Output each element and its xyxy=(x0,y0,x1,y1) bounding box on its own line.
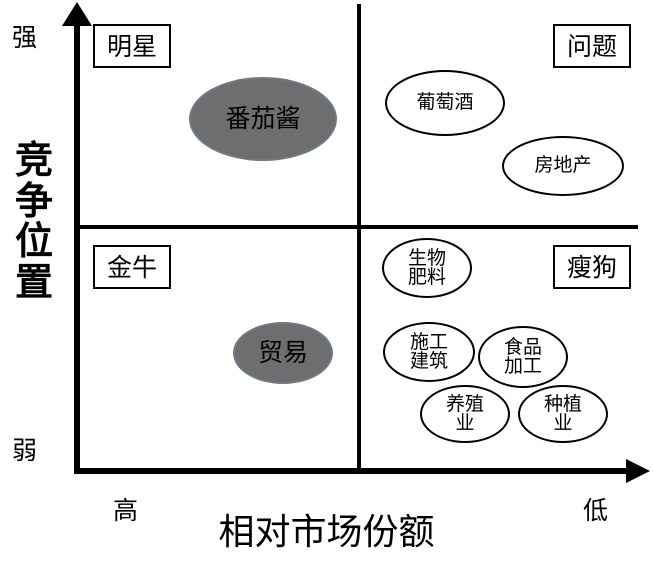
x-axis-line xyxy=(74,468,632,474)
y-axis-title-char-4: 置 xyxy=(14,259,53,304)
bubble-ketchup-label: 番茄酱 xyxy=(225,104,301,134)
y-axis-label-weak: 弱 xyxy=(12,436,38,465)
bubble-ketchup: 番茄酱 xyxy=(189,77,337,161)
bubble-real-estate: 房地产 xyxy=(502,136,624,196)
bubble-bio-fertilizer: 生物 肥料 xyxy=(382,238,472,298)
y-axis-title-char-2: 争 xyxy=(14,178,53,223)
x-axis-title: 相对市场份额 xyxy=(218,512,435,553)
bubble-trade-label: 贸易 xyxy=(257,338,308,368)
bubble-food-processing: 食品 加工 xyxy=(478,326,568,388)
bubble-food-processing-line-2: 加工 xyxy=(503,355,542,377)
bubble-real-estate-label: 房地产 xyxy=(534,154,592,177)
quadrant-label-star: 明星 xyxy=(93,24,171,68)
y-axis-title-char-1: 竞 xyxy=(14,138,53,182)
bubble-food-processing-line-1: 食品 xyxy=(503,335,542,358)
x-axis-arrow-icon xyxy=(626,459,650,483)
bubble-wine-label: 葡萄酒 xyxy=(416,91,474,114)
quadrant-label-dog: 瘦狗 xyxy=(553,245,631,289)
quadrant-label-question: 问题 xyxy=(553,24,631,68)
bubble-bio-fertilizer-line-2: 肥料 xyxy=(407,266,446,288)
y-axis-label-strong: 强 xyxy=(12,23,38,52)
bubble-breeding-label: 养殖 业 xyxy=(444,392,486,434)
bubble-trade: 贸易 xyxy=(233,322,333,384)
bubble-breeding: 养殖 业 xyxy=(420,385,510,443)
bubble-food-processing-label: 食品 加工 xyxy=(502,335,544,377)
bubble-planting-label: 种植 业 xyxy=(542,392,584,434)
bubble-construction-line-1: 施工 xyxy=(409,330,448,353)
bubble-construction: 施工 建筑 xyxy=(383,322,475,382)
bubble-construction-line-2: 建筑 xyxy=(409,350,448,372)
x-axis-label-low: 低 xyxy=(583,496,609,525)
y-axis-line xyxy=(74,22,80,474)
bubble-construction-label: 施工 建筑 xyxy=(408,330,450,372)
bubble-planting-line-2: 业 xyxy=(553,412,573,434)
y-axis-title-char-3: 位 xyxy=(14,219,53,264)
bubble-breeding-line-1: 养殖 xyxy=(445,392,484,415)
bubble-breeding-line-2: 业 xyxy=(455,412,475,434)
y-axis-arrow-icon xyxy=(62,2,92,26)
quadrant-divider-vertical xyxy=(357,4,361,470)
bubble-wine: 葡萄酒 xyxy=(385,70,505,136)
x-axis-label-high: 高 xyxy=(113,496,139,525)
bubble-bio-fertilizer-line-1: 生物 xyxy=(407,246,446,269)
quadrant-label-cash-cow: 金牛 xyxy=(93,245,171,289)
y-axis-title: 竞 争 位 置 xyxy=(10,140,58,303)
bubble-bio-fertilizer-label: 生物 肥料 xyxy=(406,246,448,288)
bubble-planting-line-1: 种植 xyxy=(543,392,582,415)
bubble-planting: 种植 业 xyxy=(518,385,608,443)
